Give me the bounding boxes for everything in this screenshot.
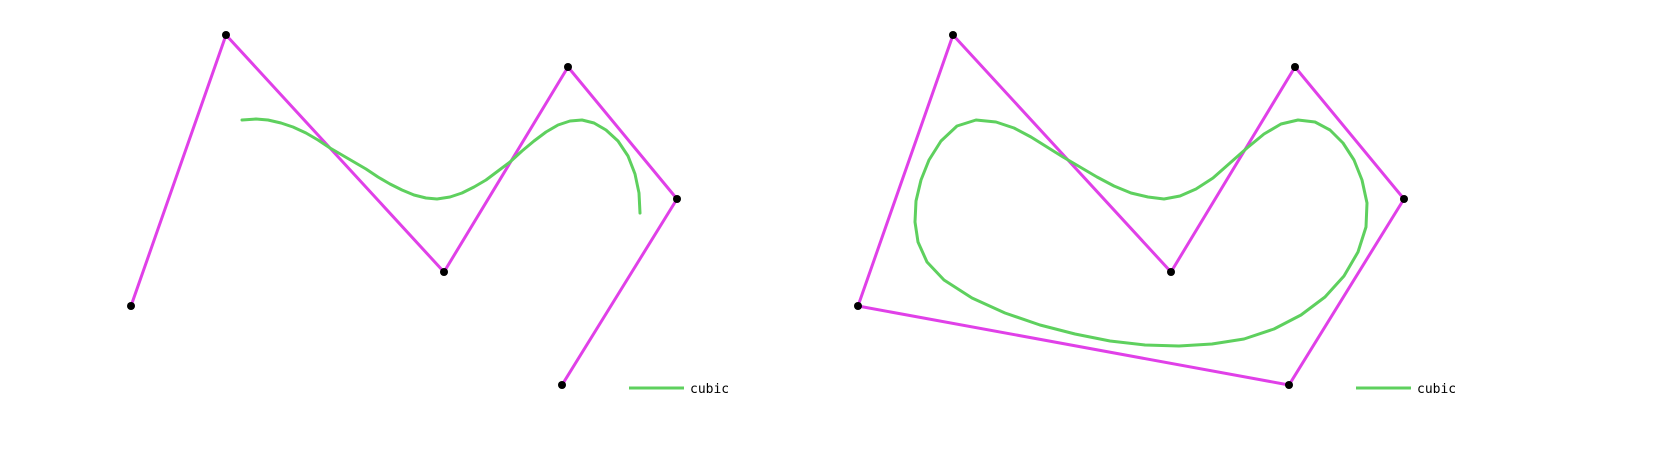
control-points: [127, 31, 681, 389]
control-point-6: [1285, 381, 1293, 389]
legend: cubic: [1356, 382, 1456, 397]
open-spline-panel: cubic: [127, 31, 729, 397]
control-point-1: [127, 302, 135, 310]
control-point-1: [854, 302, 862, 310]
control-point-3: [1167, 268, 1175, 276]
control-point-2: [222, 31, 230, 39]
control-polygon: [856, 33, 1406, 387]
legend-label: cubic: [1417, 382, 1456, 397]
control-point-5: [673, 195, 681, 203]
control-point-4: [1291, 63, 1299, 71]
legend: cubic: [629, 382, 729, 397]
control-points: [854, 31, 1408, 389]
control-polygon: [129, 33, 679, 387]
cubic-curve: [240, 117, 642, 215]
control-point-6: [558, 381, 566, 389]
control-point-3: [440, 268, 448, 276]
control-point-5: [1400, 195, 1408, 203]
control-point-2: [949, 31, 957, 39]
control-point-4: [564, 63, 572, 71]
closed-spline-panel: cubic: [854, 31, 1456, 397]
legend-label: cubic: [690, 382, 729, 397]
cubic-curve: [913, 118, 1369, 348]
